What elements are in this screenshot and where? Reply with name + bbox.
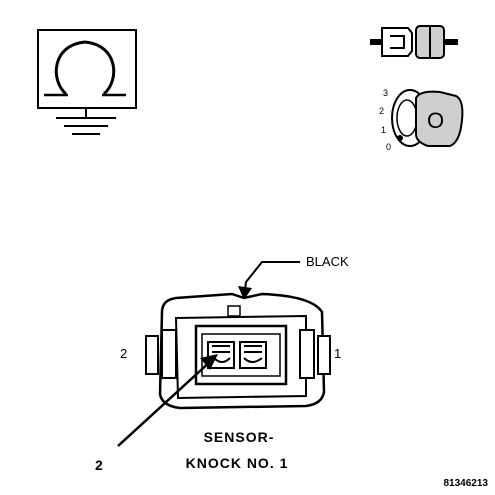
callout-arrowhead [200, 354, 218, 370]
ignition-position-2: 2 [379, 106, 384, 116]
figure-id: 81346213 [444, 478, 489, 489]
connector-color-label: BLACK [306, 254, 349, 269]
ignition-position-1: 1 [381, 125, 386, 135]
ignition-position-3: 3 [383, 88, 388, 98]
terminal-cavity-1 [239, 341, 267, 369]
ignition-position-0: 0 [386, 142, 391, 152]
ignition-key-symbol: O [427, 108, 444, 133]
connector-name-line2: KNOCK NO. 1 [186, 455, 289, 471]
color-label-leader [243, 261, 300, 297]
ignition-switch-icon: 3 2 1 0 O [379, 88, 464, 152]
cavity-label-right: 1 [334, 346, 341, 361]
connector-name-line1: SENSOR- [204, 429, 275, 445]
callout-number: 2 [95, 457, 103, 473]
inline-connector-icon [370, 25, 458, 59]
color-label-arrowhead [238, 286, 252, 300]
connector-face [145, 292, 331, 410]
cavity-label-left: 2 [120, 346, 127, 361]
terminal-cavity-2 [207, 341, 235, 369]
callout-leader [117, 359, 213, 447]
ground-symbol-icon [37, 29, 137, 135]
